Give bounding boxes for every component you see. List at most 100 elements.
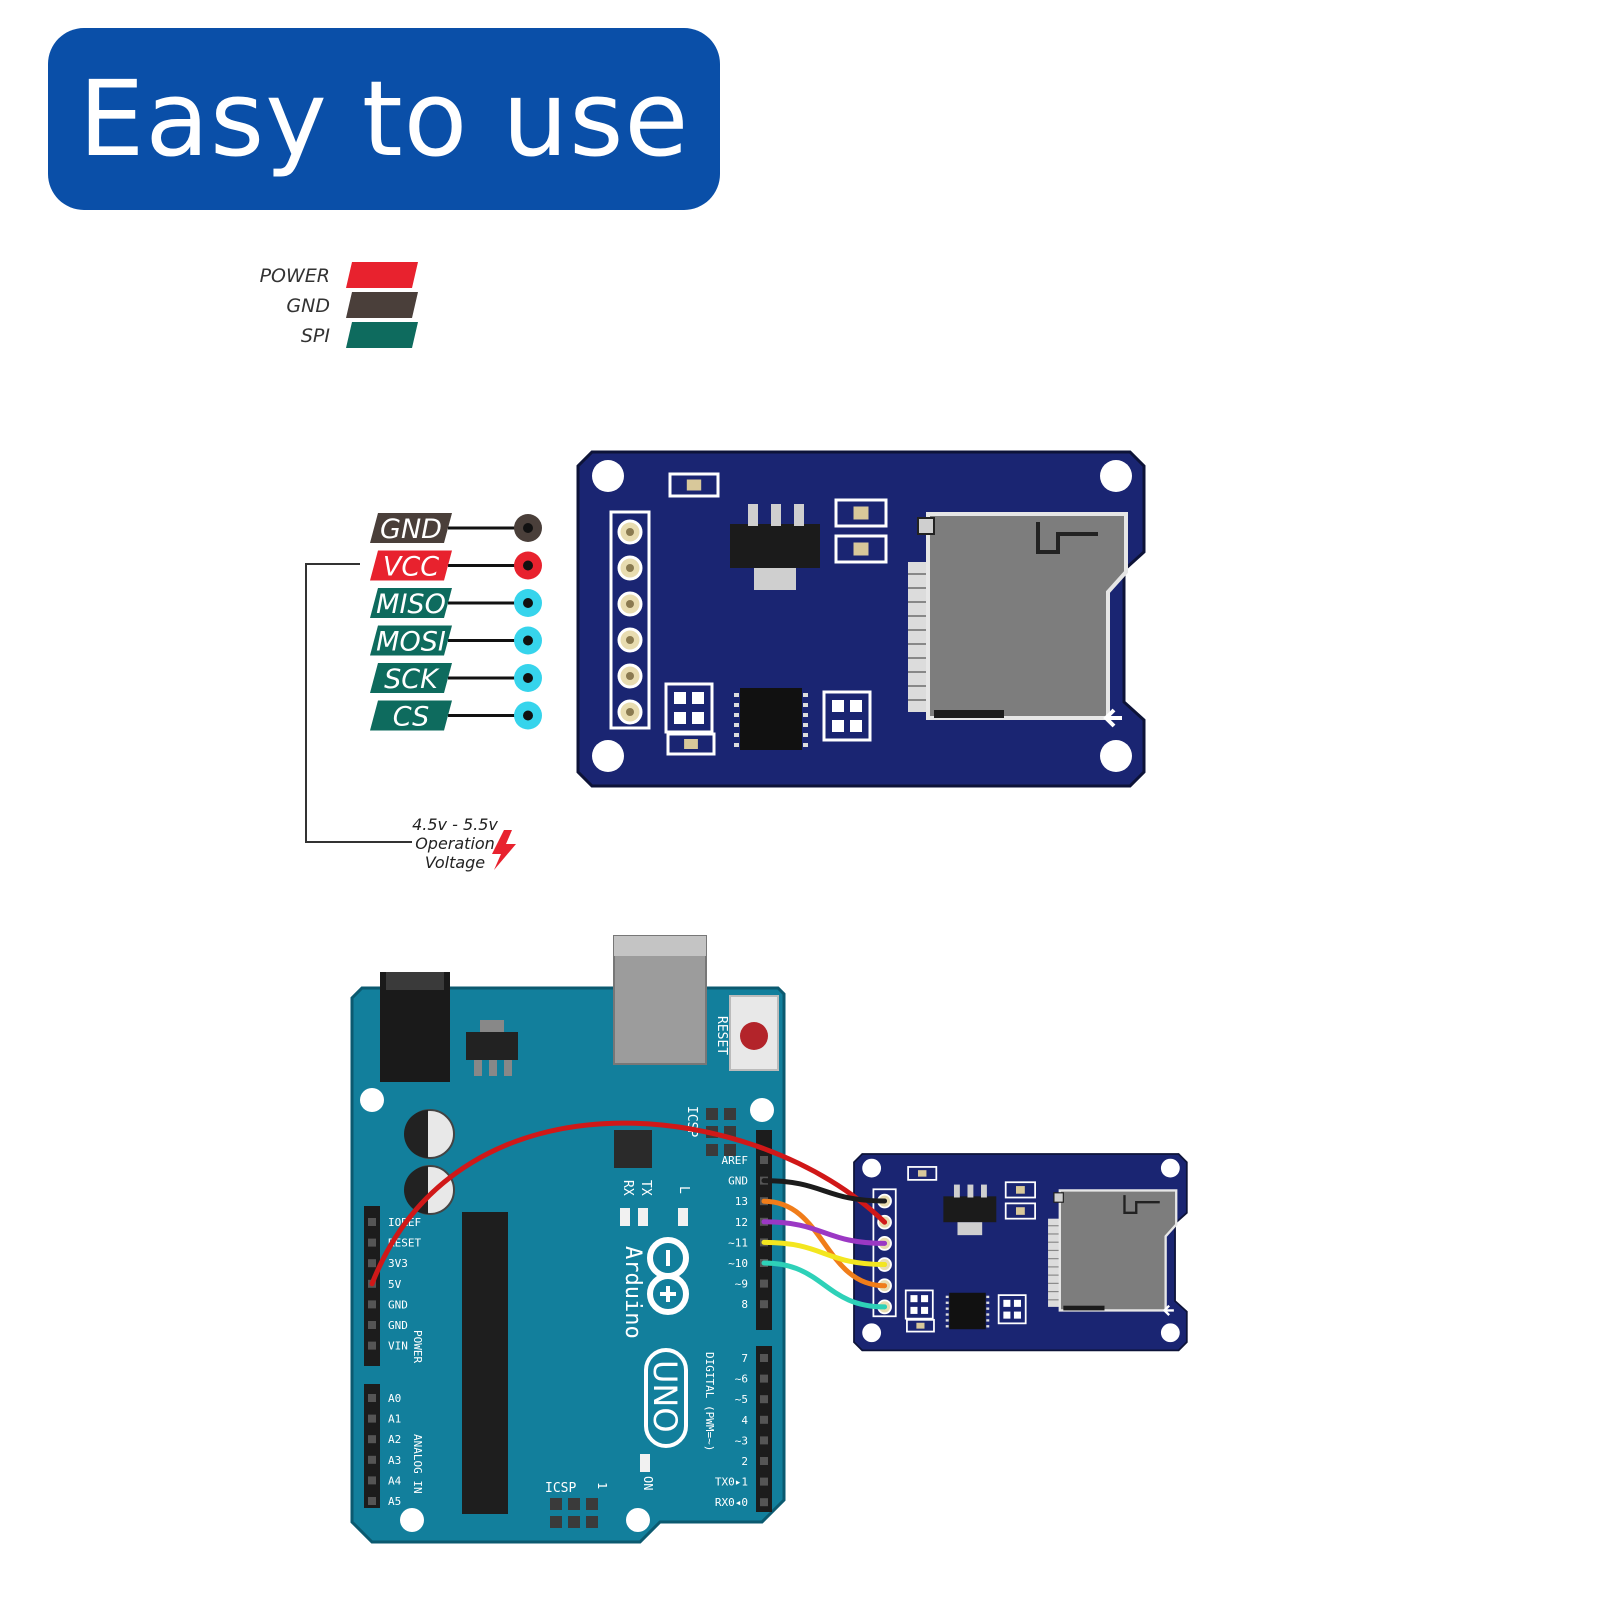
reset-button-cap xyxy=(740,1022,768,1050)
pin-dot-center xyxy=(523,673,533,683)
legend-label: GND xyxy=(286,295,330,317)
usb-connector-top xyxy=(614,936,706,956)
mounting-hole xyxy=(592,740,624,772)
arduino-mounting-hole xyxy=(360,1088,384,1112)
smd-part xyxy=(917,1170,927,1177)
digital-pin-label: ~3 xyxy=(735,1434,748,1447)
resistor-pad xyxy=(921,1295,929,1303)
power-pin-label: GND xyxy=(388,1319,408,1332)
smd-part xyxy=(853,506,869,520)
digital-pin xyxy=(760,1498,768,1507)
pin-label-tag xyxy=(370,625,452,656)
chip-pin xyxy=(734,743,739,747)
smd-outline xyxy=(668,472,720,498)
voltage-note-line: Voltage xyxy=(425,853,485,872)
pin-label-tag xyxy=(370,663,452,693)
power-pin xyxy=(368,1341,376,1350)
resistor-pad xyxy=(1003,1299,1011,1307)
chip-pin xyxy=(734,733,739,737)
smd-outline xyxy=(1004,1181,1036,1199)
chip-pin xyxy=(803,723,808,727)
pin-label-tag xyxy=(370,588,452,618)
sd-card-slot xyxy=(926,512,1128,720)
pin-dot-center xyxy=(523,635,533,646)
chip-pin xyxy=(734,693,739,697)
voltage-regulator xyxy=(730,524,820,568)
analog-pin xyxy=(368,1455,376,1464)
sd-slot-tab xyxy=(917,517,935,535)
digital-pin-label: 13 xyxy=(735,1195,748,1208)
wire-gnd xyxy=(761,1178,888,1204)
smd-part xyxy=(1015,1186,1025,1194)
level-shifter-chip xyxy=(740,688,802,750)
analog-header xyxy=(364,1384,380,1508)
capacitor-stripe xyxy=(404,1110,428,1158)
power-pin-label: GND xyxy=(388,1298,408,1311)
resistor-pad xyxy=(910,1306,918,1314)
chip-pin xyxy=(945,1325,949,1328)
analog-pin-label: A0 xyxy=(388,1392,401,1405)
arduino-regulator-pin xyxy=(489,1060,497,1076)
sd-slot-latch xyxy=(1123,1195,1160,1214)
icsp-pin xyxy=(724,1144,736,1156)
logo-loop-right xyxy=(647,1273,689,1315)
header-pin-hole xyxy=(626,672,634,680)
smd-outline xyxy=(666,732,716,756)
header-pin-hole xyxy=(626,528,634,536)
analog-pin xyxy=(368,1394,376,1402)
title-banner: Easy to use xyxy=(48,28,720,210)
pin-label: VCC xyxy=(383,552,439,583)
smd-part xyxy=(684,739,698,749)
icsp-bottom-pin xyxy=(550,1498,562,1510)
pin-dot-center xyxy=(523,710,533,721)
insert-arrow-icon xyxy=(1103,708,1122,728)
barrel-jack-top xyxy=(386,972,444,990)
legend-label: POWER xyxy=(260,265,330,287)
sd-card-module-large xyxy=(576,450,1146,788)
arduino-regulator xyxy=(466,1032,518,1060)
digital-group-label: DIGITAL (PWM=~) xyxy=(703,1352,716,1451)
power-group-label: POWER xyxy=(411,1330,424,1363)
header-pin-hole xyxy=(626,600,634,608)
chip-pin xyxy=(803,733,808,737)
pin-label: MISO xyxy=(376,589,446,620)
resistor-pad xyxy=(692,712,704,724)
legend-swatch xyxy=(346,322,418,348)
digital-pin xyxy=(760,1374,768,1383)
header-pin-hole xyxy=(626,564,634,572)
level-shifter-chip xyxy=(949,1292,986,1330)
analog-pin-label: A5 xyxy=(388,1495,401,1508)
regulator-pin xyxy=(748,504,758,526)
sd-card-module-small xyxy=(853,1153,1188,1352)
chip-pin xyxy=(803,693,808,697)
power-pin-label: VIN xyxy=(388,1340,408,1353)
pin-label: GND xyxy=(380,514,442,545)
resistor-block xyxy=(822,690,872,742)
chip-pin xyxy=(734,713,739,717)
resistor-pad xyxy=(832,720,844,732)
wire-vcc xyxy=(369,1120,888,1287)
icsp-bottom-pin xyxy=(586,1516,598,1528)
smd-part xyxy=(686,479,702,491)
chip-pin xyxy=(734,703,739,707)
power-pin-label: 5V xyxy=(388,1278,402,1291)
smd-part xyxy=(916,1322,925,1329)
chip-pin xyxy=(986,1319,990,1322)
digital-pin-label: AREF xyxy=(722,1154,749,1167)
regulator-pin xyxy=(981,1184,987,1198)
resistor-pad xyxy=(674,692,686,704)
mounting-hole xyxy=(862,1323,882,1343)
legend-swatch xyxy=(346,262,418,288)
digital-pin-label: 8 xyxy=(741,1298,748,1311)
sd-slot-edge xyxy=(934,710,1004,718)
chip-pin xyxy=(803,713,808,717)
mounting-hole xyxy=(592,460,624,492)
wire-mosi xyxy=(761,1239,888,1268)
digital-pin-label: GND xyxy=(728,1175,748,1188)
chip-pin xyxy=(945,1295,949,1299)
atmega-chip xyxy=(462,1212,508,1514)
resistor-pad xyxy=(1003,1311,1011,1319)
resistor-pad xyxy=(850,720,862,732)
